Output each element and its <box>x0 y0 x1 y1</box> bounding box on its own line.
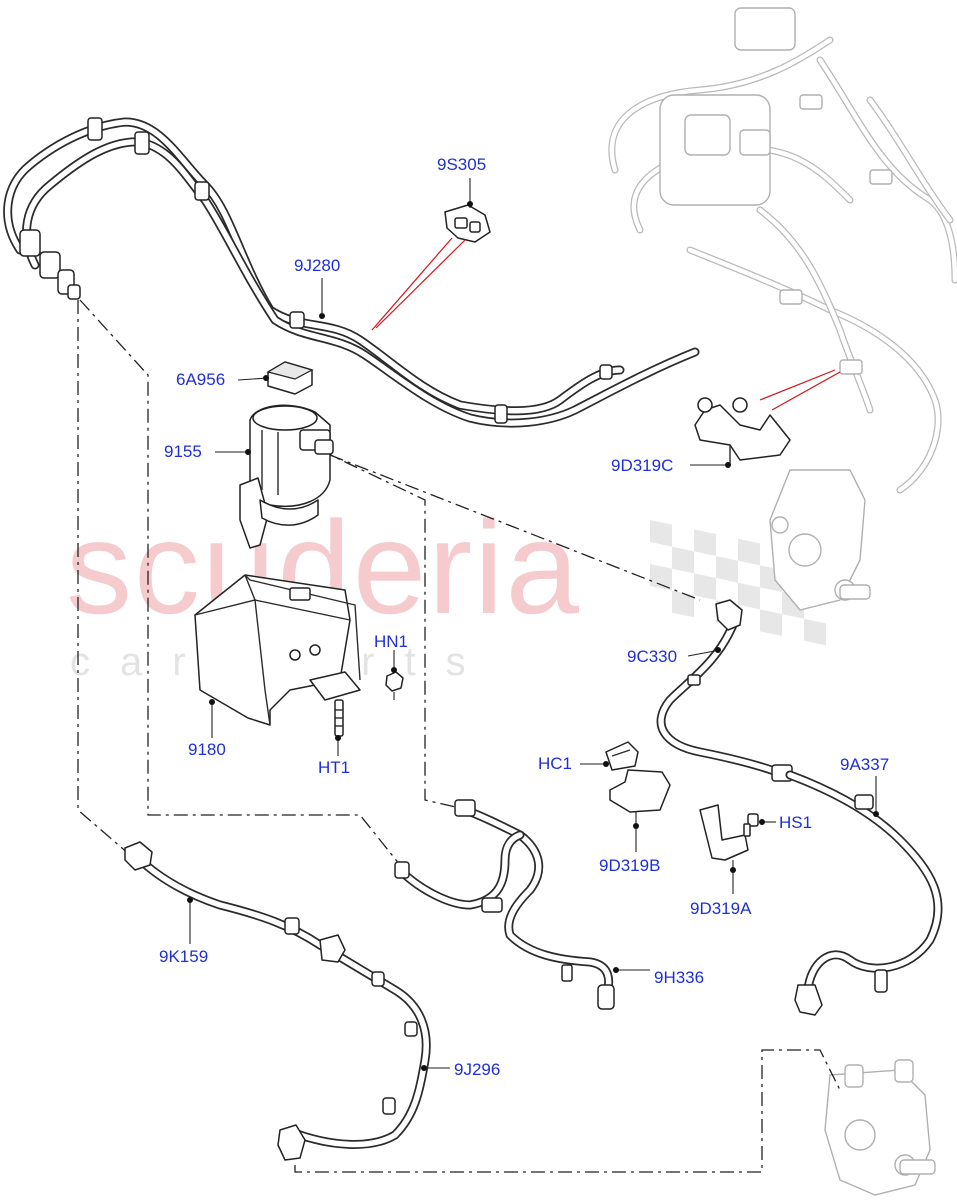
engine-context-ghost <box>608 7 957 1196</box>
label-9155: 9155 <box>164 442 202 461</box>
fuel-filter-9155 <box>239 404 334 549</box>
stud-HT1 <box>334 699 344 737</box>
bracket-9D319C <box>694 397 791 465</box>
hose-9H336 <box>394 799 615 1010</box>
red-leaders <box>371 237 841 411</box>
label-HN1: HN1 <box>374 632 409 651</box>
label-9180: 9180 <box>188 740 226 759</box>
label-9S305: 9S305 <box>437 155 487 174</box>
bracket-9D319A <box>699 804 749 870</box>
label-9D319B: 9D319B <box>599 856 661 875</box>
label-HT1: HT1 <box>318 758 351 777</box>
label-9C330: 9C330 <box>627 647 678 666</box>
hose-9J280 <box>3 117 700 428</box>
label-9K159: 9K159 <box>159 947 209 966</box>
hose-9K159-9J296 <box>124 841 431 1161</box>
clip-HC1 <box>605 741 639 771</box>
nut-HN1 <box>385 671 404 700</box>
label-9A337: 9A337 <box>840 755 890 774</box>
screw-HS1 <box>743 813 759 837</box>
hose-9A337 <box>785 770 943 1016</box>
label-6A956: 6A956 <box>176 370 226 389</box>
shield-9180 <box>194 574 361 726</box>
part-6A956 <box>266 361 314 395</box>
label-9H336: 9H336 <box>654 968 705 987</box>
label-9D319C: 9D319C <box>611 456 674 475</box>
label-HC1: HC1 <box>538 754 573 773</box>
routing-dash-lines <box>77 299 841 1173</box>
label-9J280: 9J280 <box>294 256 341 275</box>
clip-9S305 <box>444 204 491 243</box>
label-HS1: HS1 <box>779 813 813 832</box>
hose-9C330 <box>656 599 793 782</box>
label-9J296: 9J296 <box>454 1060 501 1079</box>
label-leaders <box>187 178 879 1071</box>
label-9D319A: 9D319A <box>690 899 752 918</box>
bracket-9D319B <box>609 769 671 826</box>
